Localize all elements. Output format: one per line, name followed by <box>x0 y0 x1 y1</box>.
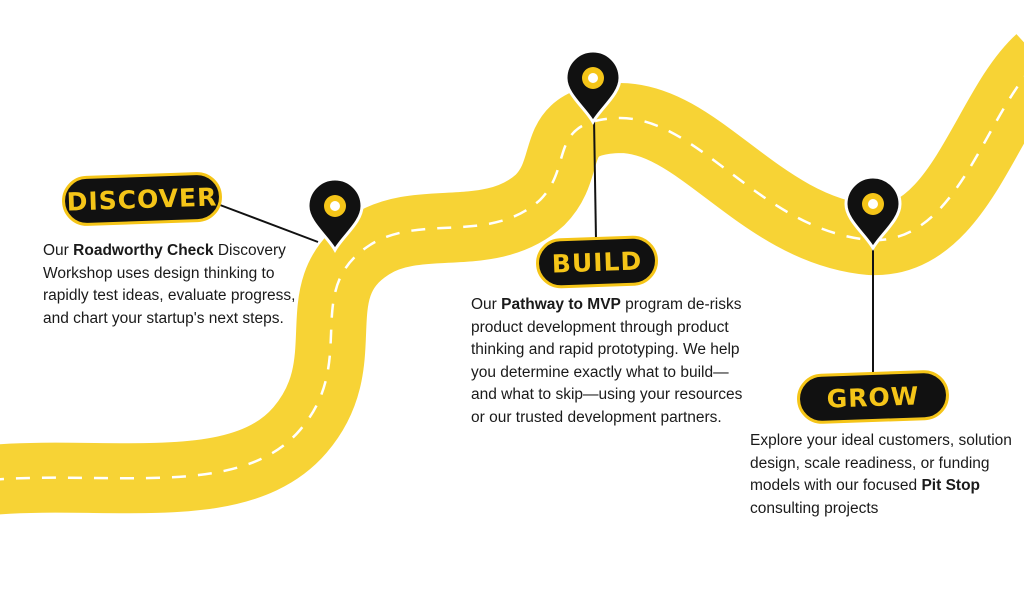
discover-connector <box>219 204 319 243</box>
discover-text-bold: Roadworthy Check <box>73 242 214 259</box>
discover-text-post: Discovery Workshop uses design thinking … <box>43 242 296 327</box>
discover-label: DISCOVER <box>61 171 223 227</box>
map-pin-icon <box>844 175 902 252</box>
build-connector <box>593 117 597 241</box>
build-text-post: program de-risks product development thr… <box>471 296 743 426</box>
map-pin-icon <box>306 177 364 254</box>
build-label: BUILD <box>535 234 659 290</box>
discover-text-pre: Our <box>43 242 74 259</box>
grow-label-text: GROW <box>826 380 920 414</box>
build-label-text: BUILD <box>551 245 643 279</box>
map-pin-icon <box>564 49 622 126</box>
grow-text-pre: Explore your ideal customers, solution d… <box>750 432 1012 494</box>
discover-description: Our Roadworthy Check Discovery Workshop … <box>43 240 298 330</box>
build-description: Our Pathway to MVP program de-risks prod… <box>471 294 749 429</box>
build-text-pre: Our <box>471 296 502 313</box>
discover-label-text: DISCOVER <box>66 181 218 217</box>
grow-text-bold: Pit Stop <box>921 477 981 494</box>
grow-text-post: consulting projects <box>750 499 879 517</box>
grow-description: Explore your ideal customers, solution d… <box>750 430 1012 520</box>
build-text-bold: Pathway to MVP <box>501 296 621 313</box>
grow-label: GROW <box>796 369 950 425</box>
